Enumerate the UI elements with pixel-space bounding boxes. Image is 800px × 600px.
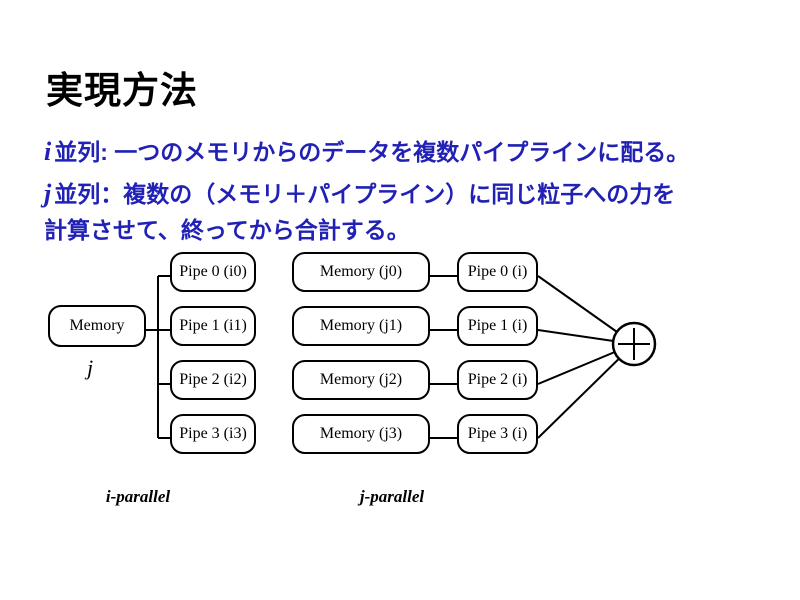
- plus-icon: [618, 328, 650, 360]
- sum-node: [611, 321, 657, 367]
- body-text: 計算させて、終ってから合計する。: [44, 217, 410, 243]
- body-text: 並列：複数の（メモリ＋パイプライン）に同じ粒子への力を: [54, 181, 676, 207]
- j-parallel-pipe-box: Pipe 1 (i): [457, 306, 538, 346]
- j-parallel-pipe-box: Pipe 0 (i): [457, 252, 538, 292]
- math-var-j: j: [44, 179, 52, 208]
- j-parallel-caption: j-parallel: [359, 487, 425, 506]
- j-parallel-memory-box: Memory (j0): [292, 252, 430, 292]
- i-parallel-memory-sublabel: j: [86, 355, 94, 380]
- j-parallel-pipe-box: Pipe 2 (i): [457, 360, 538, 400]
- math-var-i: i: [44, 137, 52, 166]
- body-text: 並列: 一つのメモリからのデータを複数パイプラインに配る。: [54, 139, 690, 165]
- i-parallel-pipe-box: Pipe 2 (i2): [170, 360, 256, 400]
- i-parallel-pipe-box: Pipe 0 (i0): [170, 252, 256, 292]
- i-parallel-caption: i-parallel: [105, 487, 171, 506]
- j-parallel-memory-box: Memory (j1): [292, 306, 430, 346]
- j-parallel-memory-box: Memory (j2): [292, 360, 430, 400]
- j-parallel-pipe-box: Pipe 3 (i): [457, 414, 538, 454]
- body-line-continued: 計算させて、終ってから合計する。: [44, 215, 410, 245]
- i-parallel-pipe-box: Pipe 3 (i3): [170, 414, 256, 454]
- j-parallel-memory-box: Memory (j3): [292, 414, 430, 454]
- i-parallel-memory-box: Memory: [48, 305, 146, 347]
- i-parallel-pipe-box: Pipe 1 (i1): [170, 306, 256, 346]
- page-title: 実現方法: [46, 70, 198, 111]
